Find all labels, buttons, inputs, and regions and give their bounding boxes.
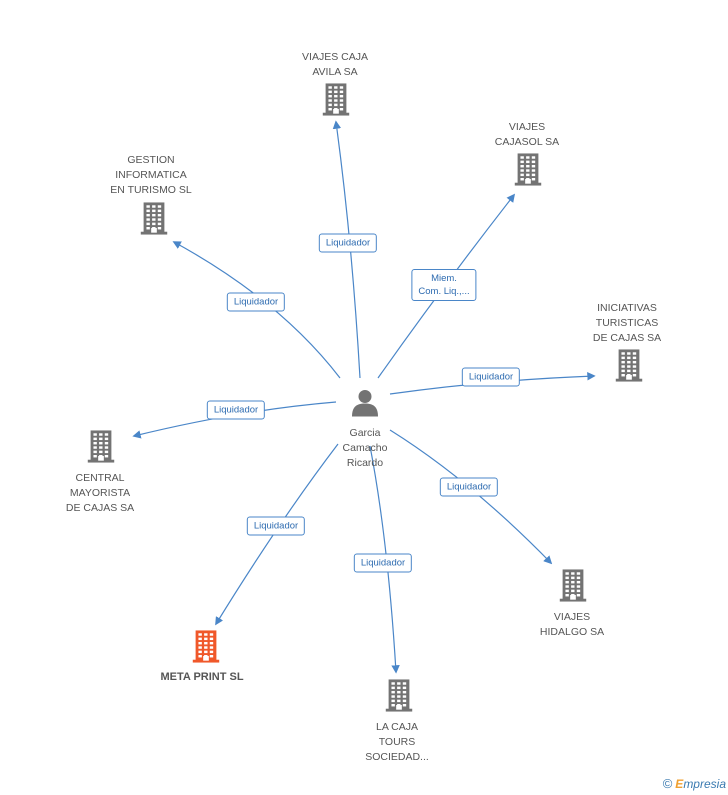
edge-la-caja-tours xyxy=(369,445,400,674)
edge-label-gestion-informatica[interactable]: Liquidador xyxy=(226,292,286,312)
copyright-symbol: © xyxy=(662,776,673,791)
building-icon[interactable] xyxy=(87,430,115,469)
building-icon[interactable] xyxy=(140,202,168,241)
building-icon[interactable] xyxy=(559,569,587,608)
building-icon[interactable] xyxy=(322,83,350,122)
company-label-central-mayorista[interactable]: CENTRAL MAYORISTA DE CAJAS SA xyxy=(65,472,135,514)
building-icon[interactable] xyxy=(192,630,220,669)
edge-label-la-caja-tours[interactable]: Liquidador xyxy=(353,553,413,573)
building-icon[interactable] xyxy=(615,349,643,388)
edge-label-viajes-caja-avila[interactable]: Liquidador xyxy=(318,233,378,253)
brand-name: mpresia xyxy=(683,777,726,791)
edge-label-viajes-cajasol[interactable]: Miem. Com. Liq.,... xyxy=(411,269,477,301)
person-label[interactable]: Garcia Camacho Ricardo xyxy=(342,427,388,469)
person-icon[interactable] xyxy=(351,389,379,422)
company-label-viajes-cajasol[interactable]: VIAJES CAJASOL SA xyxy=(494,121,560,148)
company-label-viajes-hidalgo[interactable]: VIAJES HIDALGO SA xyxy=(539,611,605,638)
brand-initial: E xyxy=(675,777,684,791)
building-icon[interactable] xyxy=(514,153,542,192)
edge-label-iniciativas-turisticas[interactable]: Liquidador xyxy=(461,367,521,387)
edge-label-viajes-hidalgo[interactable]: Liquidador xyxy=(439,477,499,497)
building-icon[interactable] xyxy=(385,679,413,718)
company-label-meta-print[interactable]: META PRINT SL xyxy=(160,671,244,683)
edge-viajes-hidalgo xyxy=(389,429,553,565)
company-label-la-caja-tours[interactable]: LA CAJA TOURS SOCIEDAD... xyxy=(365,721,429,763)
edge-label-central-mayorista[interactable]: Liquidador xyxy=(206,400,266,420)
empresia-footer: ©Empresia xyxy=(663,776,726,791)
company-label-iniciativas-turisticas[interactable]: INICIATIVAS TURISTICAS DE CAJAS SA xyxy=(592,302,662,344)
company-label-gestion-informatica[interactable]: GESTION INFORMATICA EN TURISMO SL xyxy=(110,154,192,196)
edge-label-meta-print[interactable]: Liquidador xyxy=(246,516,306,536)
company-label-viajes-caja-avila[interactable]: VIAJES CAJA AVILA SA xyxy=(302,51,368,78)
